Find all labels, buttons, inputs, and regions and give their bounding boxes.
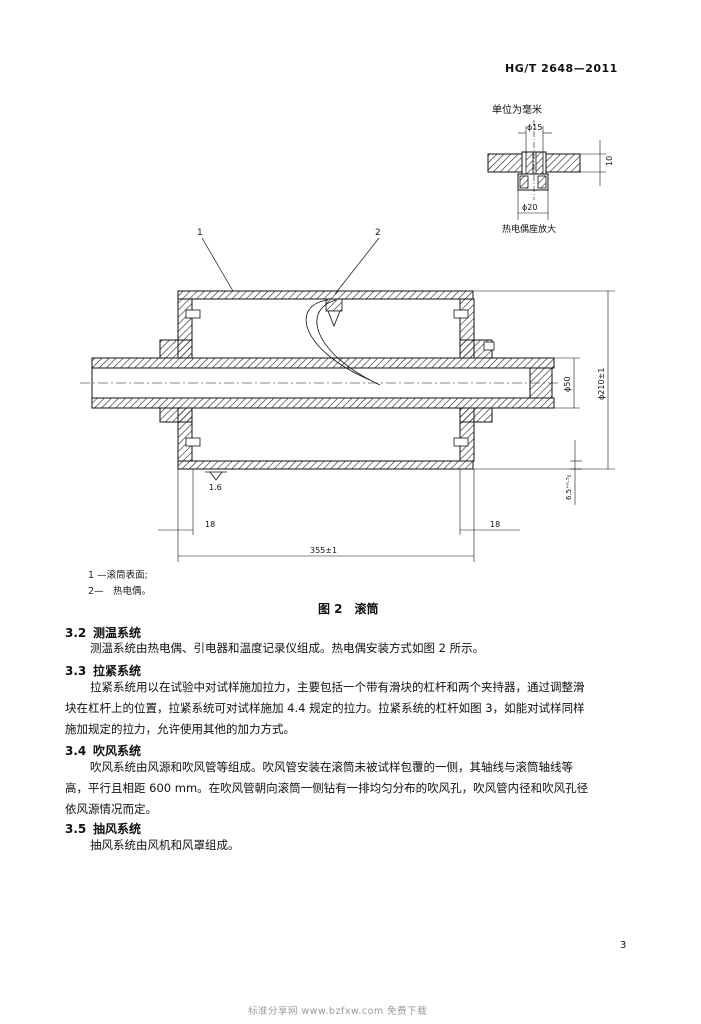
dim-355: 355±1 — [310, 546, 337, 555]
dim-18-right: 18 — [490, 520, 500, 529]
thermocouple-seat-detail — [487, 120, 606, 220]
legend-item-1: 1 —滚筒表面; — [88, 570, 148, 581]
standard-code: HG/T 2648—2011 — [505, 62, 618, 75]
page-number: 3 — [620, 940, 627, 951]
callout-1: 1 — [197, 228, 203, 238]
detail-dim-phi15: ϕ15 — [527, 123, 542, 132]
detail-dim-phi20: ϕ20 — [522, 203, 537, 212]
dim-phi50: ϕ50 — [563, 377, 572, 392]
detail-caption: 热电偶座放大 — [502, 223, 556, 235]
detail-unit-label: 单位为毫米 — [492, 103, 542, 116]
section-paragraph: 吹风系统由风源和吹风管等组成。吹风管安装在滚筒未被试样包覆的一侧，其轴线与滚筒轴… — [90, 760, 573, 774]
callout-2: 2 — [375, 228, 381, 238]
dim-6-5: 6.5⁺⁰·⁵₀ — [565, 474, 573, 500]
section-paragraph-continued: 高，平行且相距 600 mm。在吹风管朝向滚筒一侧钻有一排均匀分布的吹风孔，吹风… — [65, 781, 589, 816]
dim-18-left: 18 — [205, 520, 215, 529]
legend-item-2: 2— 热电偶。 — [88, 586, 152, 597]
footer-watermark: 标准分享网 www.bzfxw.com 免费下载 — [248, 1006, 428, 1017]
section-paragraph: 测温系统由热电偶、引电器和温度记录仪组成。热电偶安装方式如图 2 所示。 — [90, 641, 485, 655]
roller-drawing: 单位为毫米 ϕ15 10 ϕ20 热电偶座放大 — [80, 103, 615, 562]
dim-phi210: ϕ210±1 — [597, 368, 606, 400]
roughness-value: 1.6 — [209, 483, 222, 492]
detail-dim-10: 10 — [605, 156, 614, 166]
section-paragraph: 拉紧系统用以在试验中对试样施加拉力，主要包括一个带有滑块的杠杆和两个夹持器，通过… — [90, 680, 585, 694]
section-paragraph: 抽风系统由风机和风罩组成。 — [90, 838, 240, 852]
roller-section — [80, 237, 615, 562]
section-paragraph-continued: 块在杠杆上的位置，拉紧系统可对试样施加 4.4 规定的拉力。拉紧系统的杠杆如图 … — [65, 701, 585, 736]
figure-title: 图 2 滚筒 — [318, 602, 379, 616]
